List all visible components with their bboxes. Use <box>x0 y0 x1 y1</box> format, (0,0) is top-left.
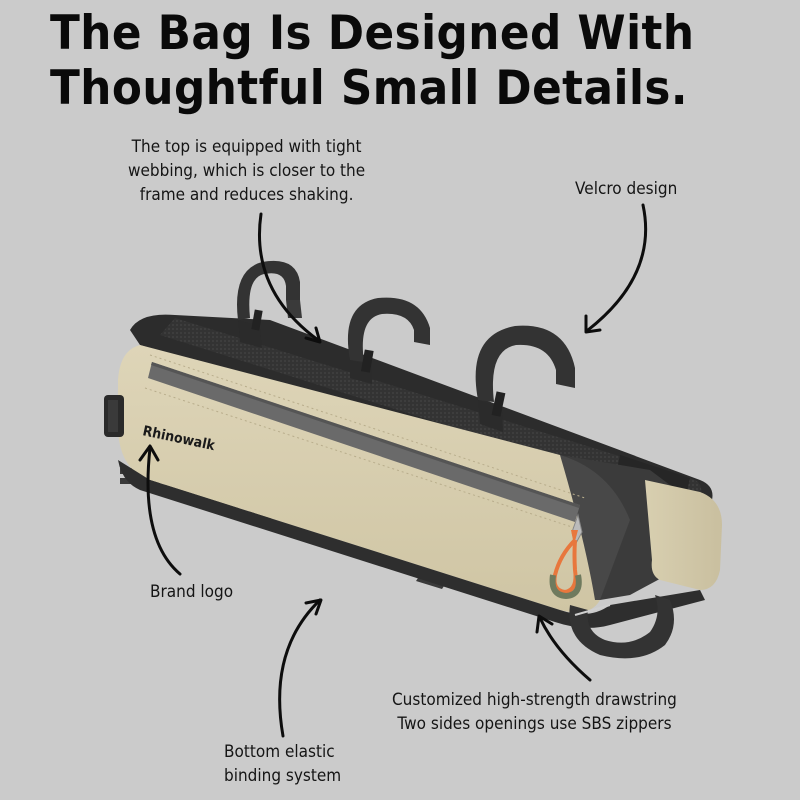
frame-bag <box>104 314 722 628</box>
annotation-top-webbing: The top is equipped with tight webbing, … <box>128 135 365 207</box>
arrow-to-drawstring <box>535 614 592 682</box>
headline-line-1: The Bag Is Designed With <box>50 6 695 61</box>
annotation-bottom-binding-line-2: binding system <box>224 766 342 786</box>
page-headline: The Bag Is Designed With Thoughtful Smal… <box>50 6 720 116</box>
annotation-brand-logo: Brand logo <box>150 580 233 604</box>
annotation-top-webbing-line-1: The top is equipped with tight <box>131 137 362 157</box>
arrow-to-top-webbing <box>257 212 322 344</box>
annotation-velcro-line-1: Velcro design <box>575 179 678 199</box>
annotation-top-webbing-line-3: frame and reduces shaking. <box>139 185 354 205</box>
annotation-brand-logo-line-1: Brand logo <box>150 582 234 602</box>
arrow-to-bottom-binding <box>278 598 323 738</box>
arrow-to-brand-logo <box>138 444 182 576</box>
annotation-drawstring: Customized high-strength drawstring Two … <box>392 688 677 736</box>
velcro-strap-2 <box>347 297 430 384</box>
velcro-strap-3 <box>475 325 575 432</box>
arrow-to-velcro <box>584 203 648 334</box>
velcro-strap-bottom <box>569 595 674 659</box>
headline-line-2: Thoughtful Small Details. <box>50 61 688 116</box>
annotation-drawstring-line-1: Customized high-strength drawstring <box>392 690 677 710</box>
annotation-bottom-binding: Bottom elastic binding system <box>224 740 341 788</box>
annotation-drawstring-line-2: Two sides openings use SBS zippers <box>397 714 672 734</box>
annotation-velcro: Velcro design <box>575 177 677 201</box>
annotation-bottom-binding-line-1: Bottom elastic <box>224 742 335 762</box>
velcro-strap-1 <box>237 260 302 348</box>
annotation-top-webbing-line-2: webbing, which is closer to the <box>128 161 366 181</box>
zipper-pull <box>549 513 583 600</box>
